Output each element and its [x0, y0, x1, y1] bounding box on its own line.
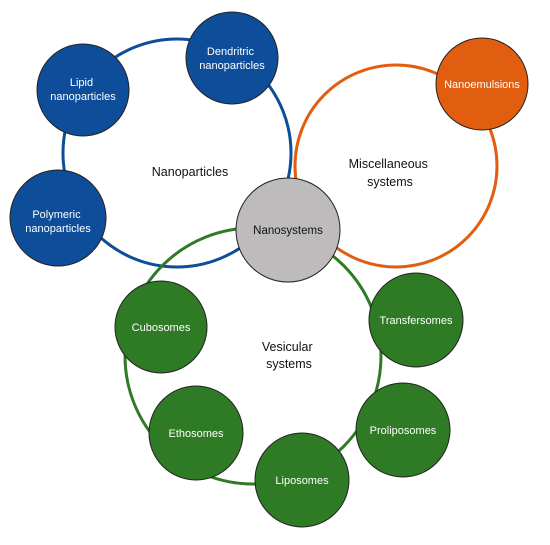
svg-text:Proliposomes: Proliposomes: [370, 425, 437, 437]
node-dendritric-nanoparticles: Dendritric nanoparticles: [185, 11, 279, 105]
miscellaneous-ring: [293, 63, 499, 269]
node-liposomes: Liposomes: [254, 432, 350, 528]
svg-text:Transfersomes: Transfersomes: [380, 315, 453, 327]
node-nanoemulsions: Nanoemulsions: [435, 37, 529, 131]
nanoparticles-ring: [61, 37, 293, 269]
svg-text:Nanoemulsions: Nanoemulsions: [444, 79, 520, 91]
nanoparticles-group-label: Nanoparticles: [152, 165, 228, 179]
svg-text:Lipid nanoparticles: Lipid nanoparticles: [50, 77, 116, 103]
vesicular-group-label: Vesicular systems: [262, 340, 316, 371]
svg-text:Cubosomes: Cubosomes: [132, 322, 191, 334]
node-cubosomes: Cubosomes: [114, 280, 208, 374]
node-proliposomes: Proliposomes: [355, 382, 451, 478]
svg-text:Nanosystems: Nanosystems: [253, 225, 323, 237]
miscellaneous-group-label: Miscellaneous systems: [349, 157, 432, 189]
node-ethosomes: Ethosomes: [148, 385, 244, 481]
node-transfersomes: Transfersomes: [368, 272, 464, 368]
svg-text:Liposomes: Liposomes: [275, 475, 329, 487]
svg-text:Ethosomes: Ethosomes: [168, 428, 224, 440]
svg-text:Polymeric nanoparticles: Polymeric nanoparticles: [25, 209, 91, 235]
node-polymeric-nanoparticles: Polymeric nanoparticles: [9, 169, 107, 267]
svg-text:Dendritric nanoparticles: Dendritric nanoparticles: [199, 46, 265, 72]
center-node-nanosystems: Nanosystems: [235, 177, 341, 283]
node-lipid-nanoparticles: Lipid nanoparticles: [36, 43, 130, 137]
